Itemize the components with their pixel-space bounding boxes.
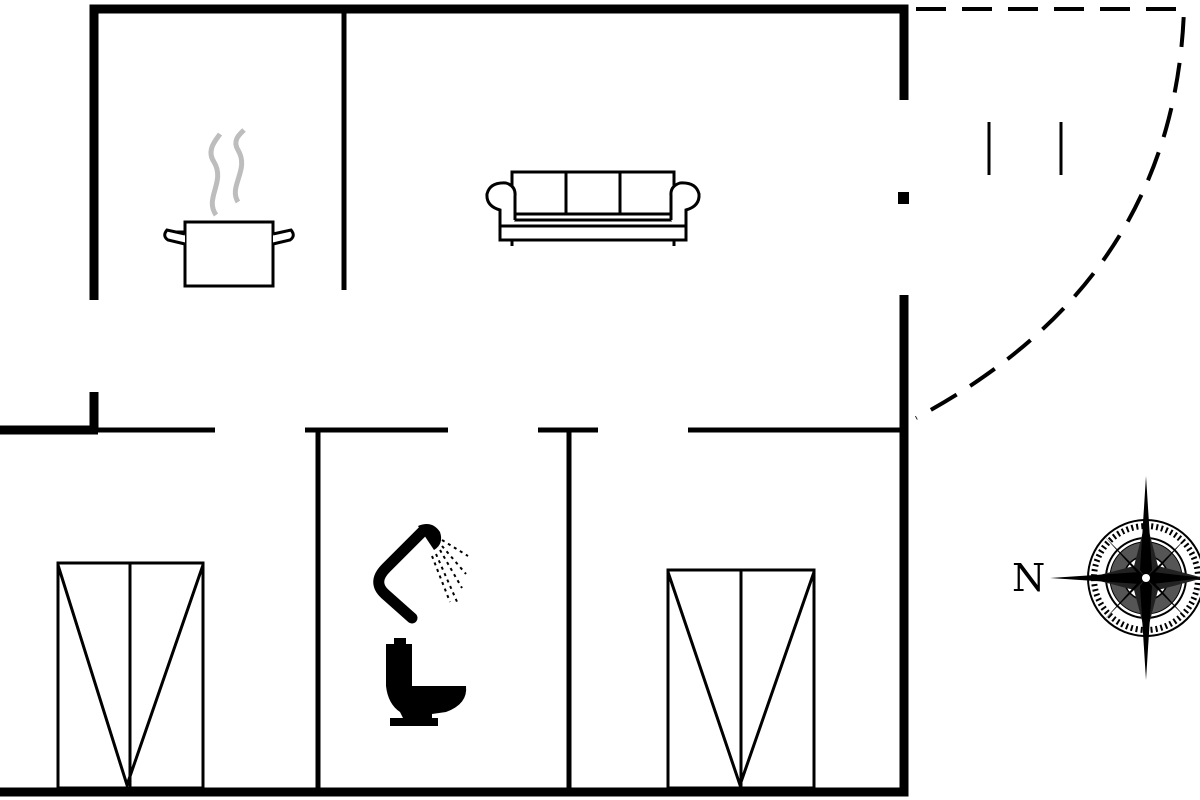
sofa-icon: [485, 170, 701, 246]
compass-north-label: N: [1012, 556, 1045, 600]
exterior-walls: [0, 4, 909, 797]
bed-icon: [56, 561, 205, 790]
terrace-outline: [915, 7, 1187, 420]
cooking-pot-icon: [163, 128, 295, 288]
toilet-icon: [386, 638, 467, 726]
bed-icon: [666, 568, 816, 790]
shower-icon: [373, 524, 469, 624]
interior-walls: [98, 12, 900, 790]
compass-rose: N: [1012, 476, 1200, 680]
